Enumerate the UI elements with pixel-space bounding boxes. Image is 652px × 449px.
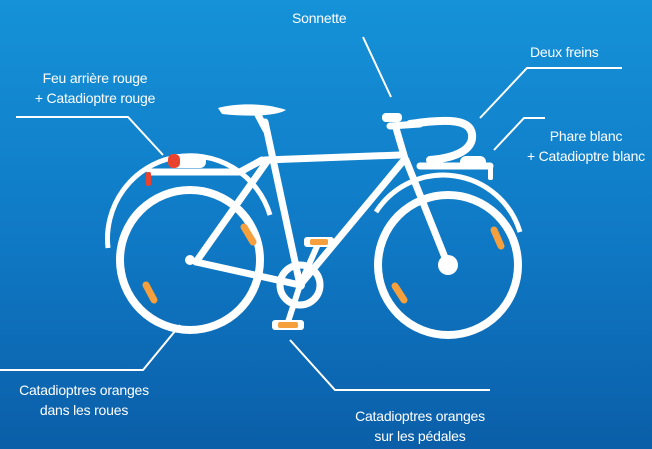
wheel-reflectors — [142, 223, 505, 304]
chainring — [276, 261, 324, 309]
label-catadioptres-pedales: Catadioptres oranges sur les pédales — [340, 406, 500, 446]
label-deux-freins-text: Deux freins — [530, 44, 599, 60]
leader-line-pedales — [289, 339, 490, 391]
seat-post — [254, 111, 270, 134]
front-wheel-tire — [374, 191, 522, 339]
label-phare-blanc: Phare blanc + Catadioptre blanc — [520, 126, 652, 166]
head-light — [460, 156, 486, 168]
front-hub — [438, 255, 458, 275]
seat-tube — [261, 118, 304, 289]
rear-rack-strut — [236, 156, 266, 176]
down-tube — [296, 156, 408, 289]
head-tube — [392, 124, 410, 166]
leader-line-roues — [0, 324, 181, 371]
leader-line-sonnette — [362, 36, 392, 98]
leader-lines — [0, 36, 622, 391]
fork — [402, 156, 452, 269]
rear-wheel-tire — [116, 186, 264, 334]
label-phare-line1: Phare blanc — [549, 128, 623, 144]
rear-wheel-reflector-right — [240, 223, 257, 246]
bell — [382, 113, 402, 122]
tail-light-red — [168, 154, 180, 168]
label-phare-line2: + Catadioptre blanc — [526, 148, 645, 164]
pedal-rear-reflector — [278, 322, 298, 328]
rear-wheel-reflector-left — [142, 281, 158, 304]
wheels — [105, 153, 523, 339]
front-wheel-reflector-left — [391, 282, 408, 304]
label-sonnette-text: Sonnette — [292, 10, 347, 26]
label-roues-line1: Catadioptres oranges — [19, 382, 149, 398]
leader-line-feu — [16, 116, 164, 156]
front-mudguard — [373, 172, 523, 233]
label-feu-line2: + Catadioptre rouge — [34, 90, 156, 106]
label-sonnette: Sonnette — [292, 8, 347, 28]
rear-reflector — [146, 172, 151, 186]
leader-line-phare — [493, 117, 545, 151]
label-feu-arriere: Feu arrière rouge + Catadioptre rouge — [20, 68, 170, 108]
leader-line-freins — [479, 67, 622, 119]
seat-stay — [192, 156, 272, 266]
pedal-front-reflector — [310, 239, 328, 245]
frame — [146, 111, 494, 289]
handlebar — [406, 116, 477, 164]
rear-hub — [185, 255, 195, 265]
crank-arm-upper — [297, 241, 321, 288]
saddle — [218, 104, 286, 116]
front-reflector — [488, 166, 493, 180]
label-catadioptres-roues: Catadioptres oranges dans les roues — [4, 380, 164, 420]
front-wheel-reflector-right — [490, 226, 505, 250]
label-feu-line1: Feu arrière rouge — [42, 70, 148, 86]
label-roues-line2: dans les roues — [39, 402, 129, 418]
top-tube — [261, 151, 404, 164]
crank-arm — [285, 282, 303, 325]
label-pedales-line1: Catadioptres oranges — [355, 408, 485, 424]
label-pedales-line2: sur les pédales — [374, 428, 466, 444]
label-deux-freins: Deux freins — [530, 42, 599, 62]
